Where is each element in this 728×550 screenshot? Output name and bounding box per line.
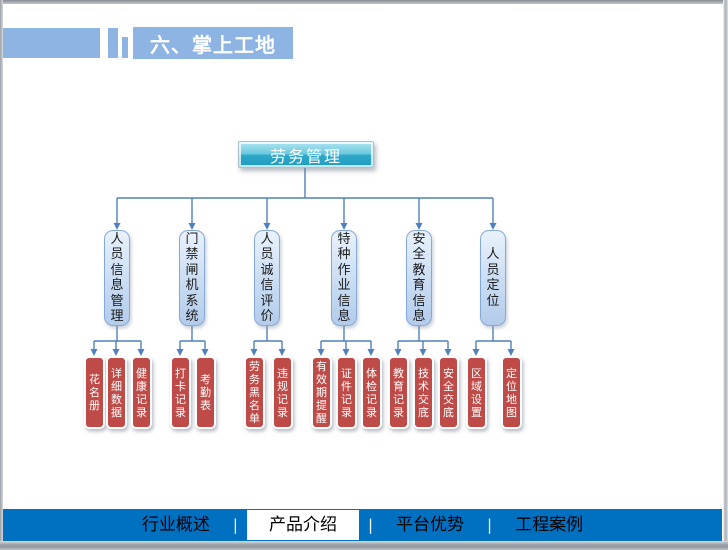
diagram-leaf-expiry-remind: 有效期提醒 [311,356,332,429]
diagram-leaf-blacklist: 劳务黑名单 [244,356,265,429]
diagram-leaf-position-map: 定位地图 [501,356,522,429]
diagram-leaf-roster: 花名册 [84,356,105,429]
diagram-node-personnel-info: 人员信息管理 [104,230,130,326]
diagram-leaf-physical-exam: 体检记录 [361,356,382,429]
diagram-leaf-cert-record: 证件记录 [336,356,357,429]
diagram-leaf-attendance: 考勤表 [195,356,216,429]
nav-separator: | [367,516,374,534]
frame-top [0,0,728,4]
nav-separator: | [232,516,238,534]
diagram-node-special-ops: 特种作业信息 [331,230,357,326]
diagram-root-node: 劳务管理 [238,141,374,168]
page-title: 六、掌上工地 [133,27,293,59]
diagram-leaf-health-record: 健康记录 [131,356,152,429]
nav-item-product-intro[interactable]: 产品介绍 [246,510,359,540]
header-accent-bar [3,28,100,58]
diagram-leaf-area-setting: 区域设置 [466,356,487,429]
nav-separator: | [487,516,493,534]
diagram-leaf-punch-record: 打卡记录 [170,356,191,429]
nav-item-platform-advantage[interactable]: 平台优势 [396,515,465,535]
diagram-node-integrity-eval: 人员诚信评价 [254,230,280,326]
diagram-leaf-tech-briefing: 技术交底 [413,356,434,429]
diagram-leaf-safety-briefing: 安全交底 [438,356,459,429]
nav-item-project-cases[interactable]: 工程案例 [515,515,584,535]
nav-item-industry-overview[interactable]: 行业概述 [141,515,210,535]
diagram-leaf-violation: 违规记录 [272,356,293,429]
diagram-node-safety-edu: 安全教育信息 [406,230,432,326]
frame-right [723,0,728,550]
diagram-leaf-detail-data: 详细数据 [106,356,127,429]
frame-bottom [0,541,728,550]
footer-nav-bar: 行业概述 | 产品介绍 | 平台优势 | 工程案例 [3,509,722,541]
diagram-node-positioning: 人员定位 [480,230,506,326]
diagram-leaf-edu-record: 教育记录 [388,356,409,429]
frame-left [0,0,3,550]
diagram-node-gate-system: 门禁闸机系统 [179,230,205,326]
header-accent-tick-1 [108,28,118,58]
header-accent-tick-2 [122,37,128,58]
